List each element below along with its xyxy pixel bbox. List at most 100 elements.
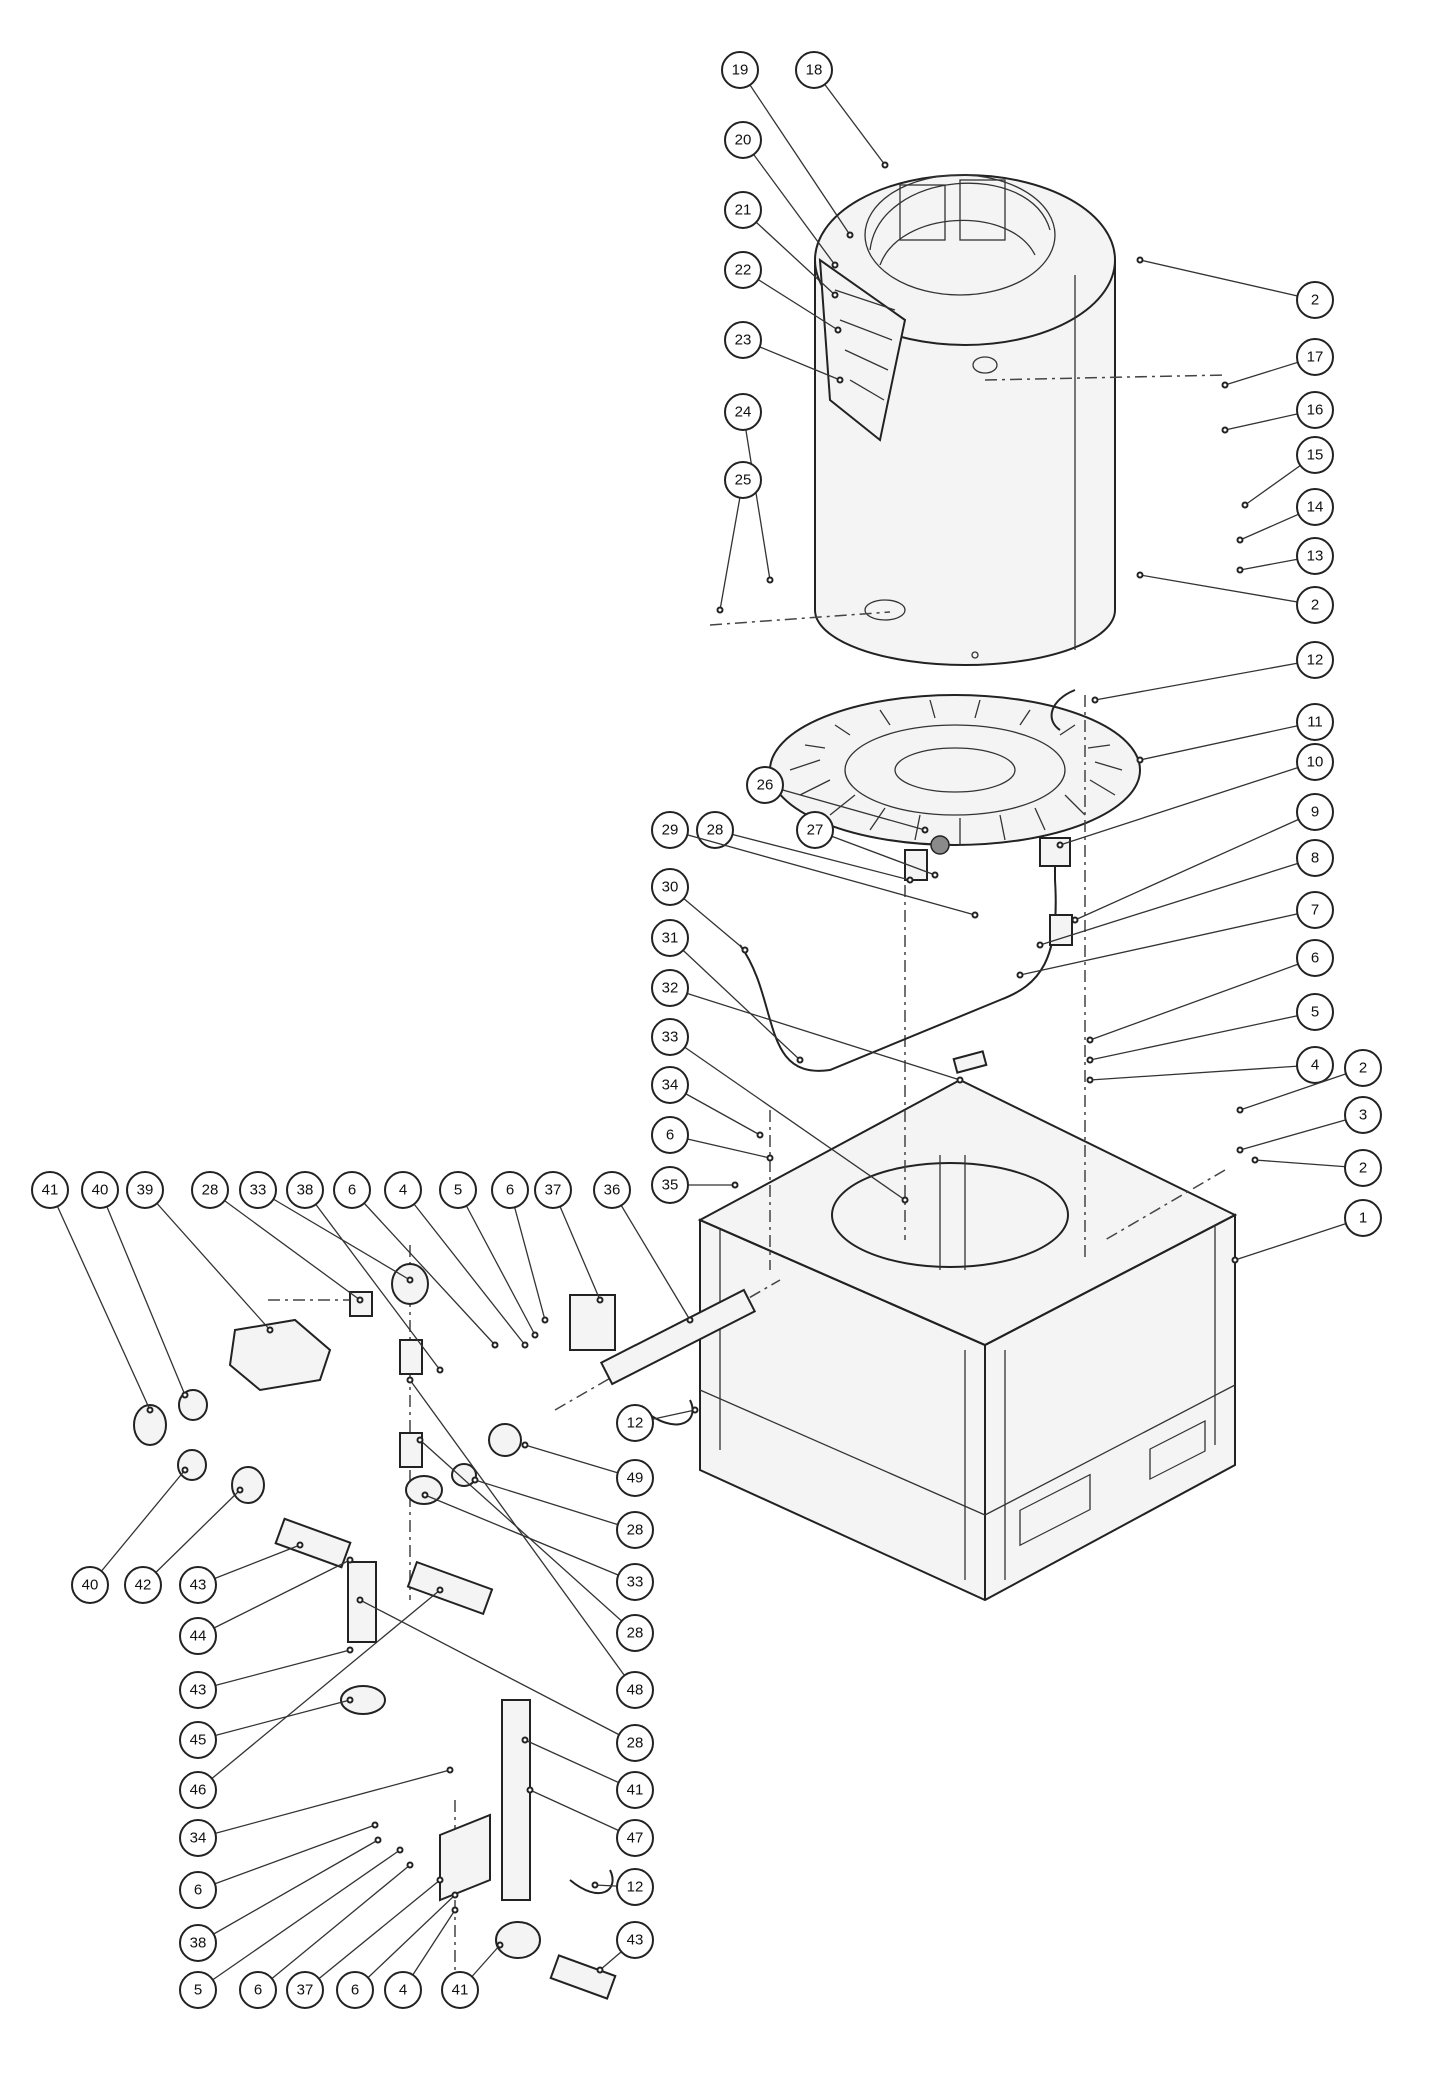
leader-tip [296,1541,304,1549]
leader-tip [921,826,929,834]
leader-tip [346,1646,354,1654]
callout-number: 43 [627,1932,644,1949]
callout-34: 34 [179,1766,454,1857]
leader-line [1234,1217,1364,1261]
leader-line [552,1189,601,1301]
callout-5: 5 [1086,993,1334,1064]
callout-number: 39 [137,1182,154,1199]
callout-2: 2 [1236,1049,1382,1114]
leader-tip [1136,256,1144,264]
leader-tip [446,1766,454,1774]
callout-number: 3 [1359,1107,1367,1124]
callout-circle [724,461,762,499]
leader-line [197,1589,441,1791]
callout-circle [239,1171,277,1209]
leader-tip [1241,501,1249,509]
leader-tip [716,606,724,614]
callout-circle [724,121,762,159]
callout-circle [724,393,762,431]
callout-43: 43 [596,1921,654,1974]
callout-17: 17 [1221,338,1334,389]
leader-line [1239,1114,1364,1151]
leader-tip [756,1131,764,1139]
callout-circle [651,868,689,906]
leader-tip [931,871,939,879]
callout-38: 38 [286,1171,444,1374]
callout-number: 23 [735,332,752,349]
callout-circle [1296,537,1334,575]
leader-line [197,1649,351,1691]
callout-circle [651,969,689,1007]
leader-tip [1136,756,1144,764]
callout-circle [1296,488,1334,526]
callout-number: 19 [732,62,749,79]
callout-number: 2 [1359,1060,1367,1077]
callout-circle [191,1171,229,1209]
callout-40: 40 [81,1171,189,1399]
callout-number: 6 [348,1182,356,1199]
callout-circle [616,1563,654,1601]
callout-number: 17 [1307,349,1324,366]
leader-line [304,1879,441,1991]
callout-circle [1344,1049,1382,1087]
leader-line [1074,811,1316,921]
callout-number: 2 [1311,292,1319,309]
leader-tip [846,231,854,239]
callout-number: 36 [604,1182,621,1199]
callout-28: 28 [356,1596,654,1762]
leader-line [714,829,911,881]
leader-line [669,937,801,1061]
leader-line [813,69,886,166]
callout-number: 47 [627,1830,644,1847]
callout-12: 12 [616,1404,699,1442]
callout-number: 15 [1307,447,1324,464]
leader-tip [766,576,774,584]
leader-tip [1086,1076,1094,1084]
leader-tip [1016,971,1024,979]
callout-16: 16 [1221,391,1334,434]
callout-25: 25 [716,461,762,614]
callout-number: 40 [82,1577,99,1594]
callout-number: 5 [454,1182,462,1199]
burner-base-frame [697,1078,1238,1602]
callout-circle [616,1868,654,1906]
callout-number: 21 [735,202,752,219]
leader-tip [471,1476,479,1484]
callout-number: 11 [1307,714,1323,731]
leader-line [742,411,771,581]
callout-11: 11 [1136,703,1334,764]
leader-tip [1231,1256,1239,1264]
callout-circle [333,1171,371,1209]
callout-circle [651,1066,689,1104]
callout-29: 29 [651,811,979,919]
leader-line [304,1189,441,1371]
leader-tip [1091,696,1099,704]
leader-line [742,209,836,296]
leader-tip [266,1326,274,1334]
leader-tip [766,1154,774,1162]
callout-circle [616,1921,654,1959]
callout-number: 4 [1311,1057,1319,1074]
callout-number: 6 [254,1982,262,1999]
callout-circle [746,766,784,804]
callout-circle [1296,891,1334,929]
leader-tip [521,1341,529,1349]
callout-circle [1296,391,1334,429]
callout-circle [616,1819,654,1857]
callout-31: 31 [651,919,804,1064]
callout-circle [1344,1149,1382,1187]
callout-41: 41 [521,1736,654,1809]
leader-tip [416,1436,424,1444]
callout-circle [179,1566,217,1604]
leader-tip [531,1331,539,1339]
leader-tip [796,1056,804,1064]
callout-20: 20 [724,121,839,269]
callout-circle [721,51,759,89]
callout-5: 5 [179,1846,404,2009]
callout-32: 32 [651,969,964,1084]
callout-number: 32 [662,980,679,997]
leader-line [611,1189,691,1321]
leader-tip [1251,1156,1259,1164]
callout-22: 22 [724,251,842,334]
leader-line [669,1036,906,1201]
